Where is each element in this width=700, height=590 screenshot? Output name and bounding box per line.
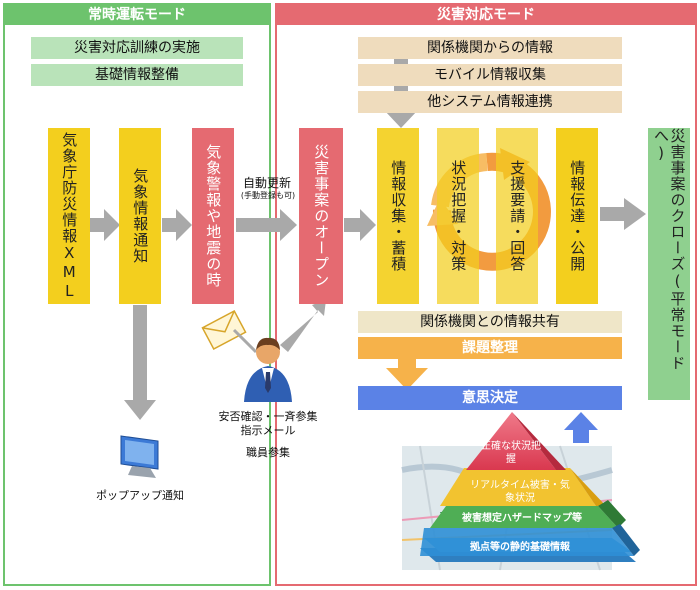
basic-info-bar: 基礎情報整備: [31, 64, 243, 86]
cycle-step-assess: 状況把握・対策: [437, 128, 479, 304]
popup-notice-label: ポップアップ通知: [96, 489, 184, 502]
weather-notice-label: 気象情報通知: [131, 168, 150, 264]
staff-gather-label: 職員参集: [246, 446, 290, 459]
instruction-mail-label: 指示メール: [240, 424, 296, 437]
agency-info-bar: 関係機関からの情報: [358, 37, 622, 59]
system-link-bar: 他システム情報連携: [358, 91, 622, 113]
arrow-up-right-icon: [280, 300, 326, 352]
mobile-info-bar: モバイル情報収集: [358, 64, 622, 86]
arrow-up-icon: [564, 412, 598, 443]
disaster-mode-title: 災害対応モード: [277, 5, 695, 25]
information-pyramid: [420, 412, 640, 562]
open-case-label: 災害事案のオープン: [312, 144, 331, 288]
jma-xml-box: 気象庁防災情報XML: [48, 128, 90, 304]
arrow-right-icon: [162, 209, 192, 241]
cycle-step-publish-label: 情報伝達・公開: [568, 160, 587, 272]
auto-update-label: 自動更新: [242, 176, 291, 190]
alert-quake-box: 気象警報や地震の時: [192, 128, 234, 304]
close-case-box: 災害事案のクローズ(平常モードへ): [648, 128, 690, 400]
jma-xml-label: 気象庁防災情報XML: [60, 131, 79, 301]
training-bar: 災害対応訓練の実施: [31, 37, 243, 59]
open-case-box: 災害事案のオープン: [299, 128, 343, 304]
cycle-step-collect-label: 情報収集・蓄積: [389, 160, 408, 272]
share-info-bar: 関係機関との情報共有: [358, 311, 622, 333]
arrow-right-icon: [600, 198, 646, 230]
weather-notice-box: 気象情報通知: [119, 128, 161, 304]
auto-update-sublabel: (手動登録も可): [240, 191, 296, 200]
arrow-right-icon: [90, 209, 120, 241]
computer-monitor-icon: [120, 435, 159, 478]
pyramid-level-realtime: リアルタイム被害・気象状況: [470, 480, 570, 504]
safety-confirm-label: 安否確認・一斉参集: [218, 410, 318, 423]
mail-envelope-icon: [201, 309, 247, 351]
arrow-down-icon: [124, 305, 156, 420]
staff-person-icon: [244, 337, 292, 402]
cycle-step-assess-label: 状況把握・対策: [449, 160, 468, 272]
arrow-right-icon: [236, 209, 297, 241]
normal-mode-title: 常時運転モード: [5, 5, 269, 25]
arrow-right-icon: [344, 209, 376, 241]
issue-sort-bar: 課題整理: [358, 337, 622, 359]
alert-quake-label: 気象警報や地震の時: [204, 144, 223, 288]
pyramid-level-hazard: 被害想定ハザードマップ等: [462, 513, 582, 524]
pyramid-level-accurate: 正確な状況把握: [481, 441, 541, 465]
decision-bar: 意思決定: [358, 386, 622, 410]
cycle-step-publish: 情報伝達・公開: [556, 128, 598, 304]
arrow-down-icon: [386, 358, 428, 390]
normal-mode-panel: [3, 3, 271, 586]
cycle-step-support: 支援要請・回答: [496, 128, 538, 304]
close-case-label: 災害事案のクローズ(平常モードへ): [652, 128, 687, 371]
cycle-step-collect: 情報収集・蓄積: [377, 128, 419, 304]
disaster-mode-panel: [275, 3, 697, 586]
pyramid-level-static: 拠点等の静的基礎情報: [470, 542, 570, 553]
cycle-step-support-label: 支援要請・回答: [508, 160, 527, 272]
